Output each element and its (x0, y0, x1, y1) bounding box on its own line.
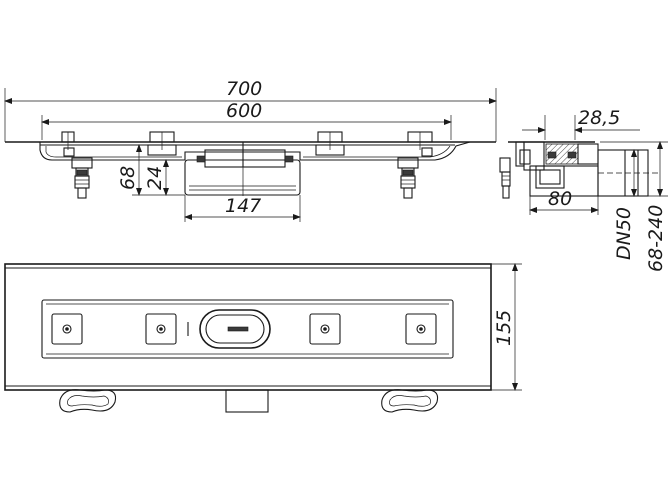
dimension-label-600: 600 (226, 100, 262, 122)
dimension-label-700: 700 (226, 78, 262, 100)
dimension-side-width: 80 (529, 188, 599, 215)
dimension-label-80: 80 (548, 188, 572, 210)
dimension-installation-height: 68-240 (600, 141, 668, 272)
dimension-overall-length: 700 (4, 78, 497, 142)
fixing-plate-1 (51, 313, 83, 345)
dimension-flange-width: 28,5 (522, 107, 640, 140)
plan-foot-right (381, 389, 439, 413)
plan-foot-left (59, 389, 117, 413)
dimension-label-68-240: 68-240 (645, 205, 667, 272)
manufacturer-logo (227, 326, 249, 332)
drain-outlet (199, 309, 271, 349)
fixing-plate-2 (145, 313, 177, 345)
dimension-label-24: 24 (144, 166, 166, 190)
fixing-plate-4 (405, 313, 437, 345)
adjustable-foot-left (71, 157, 93, 199)
dimension-label-147: 147 (225, 195, 261, 217)
dimension-channel-length: 600 (41, 100, 452, 140)
dimension-heights: 68 24 (117, 144, 185, 196)
side-section (499, 141, 660, 199)
dimension-label-dn50: DN50 (613, 207, 635, 260)
dimension-label-155: 155 (493, 310, 515, 346)
front-view: 700 600 (4, 78, 497, 222)
side-view: 28,5 (499, 107, 668, 272)
mounting-brackets (61, 131, 433, 157)
dimension-label-68: 68 (117, 166, 139, 190)
adjustable-foot-right (397, 157, 419, 199)
fixing-plate-3 (309, 313, 341, 345)
outlet-spigot (225, 389, 269, 413)
dimension-plan-depth: 155 (491, 263, 522, 391)
dimension-label-28-5: 28,5 (578, 107, 620, 129)
dimension-outlet-width: 147 (184, 195, 301, 222)
plan-view: 155 (4, 263, 522, 413)
dimension-outlet-diameter: DN50 (613, 149, 637, 260)
